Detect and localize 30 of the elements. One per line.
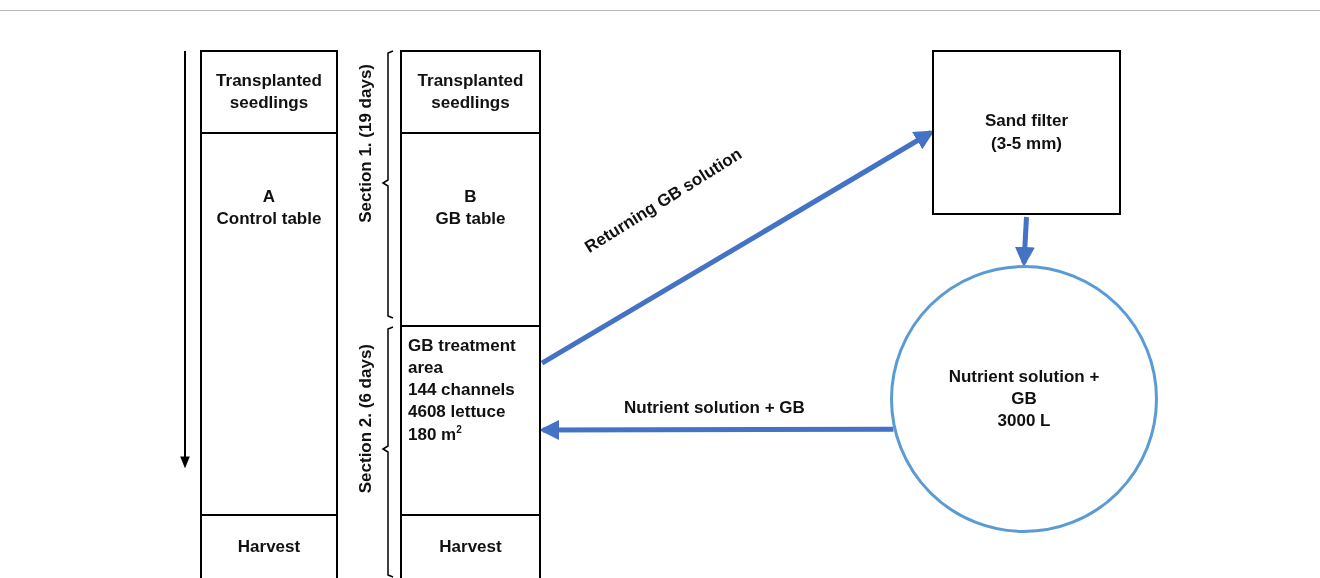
node-text: (3-5 mm) [991,132,1062,155]
process-box [400,325,541,516]
process-box [400,514,541,578]
arrow [540,130,935,366]
process-box [932,50,1121,215]
process-box [200,50,338,134]
node-text: Transplanted seedlings [416,69,525,114]
node-text: Control table [216,208,322,231]
process-box [400,50,541,134]
node-text: GB treatment area [408,335,517,380]
node-text: GB table [435,208,506,231]
node-text: 4608 lettuce [408,401,506,424]
section-label: Section 2. (6 days) [356,344,376,494]
node-text: 3000 L [997,410,1051,433]
node-text: Nutrient solution + GB [947,365,1101,410]
arrow [1014,216,1035,267]
process-box [400,132,541,327]
section-label: Section 1. (19 days) [356,64,376,223]
process-box [200,132,338,516]
tank-circle [890,265,1158,533]
node-text: Sand filter [984,110,1069,133]
node-text: Harvest [237,535,301,558]
node-text: Harvest [439,535,502,558]
node-text: 180 m$^{2}$ [408,423,462,447]
arrow [539,420,894,440]
process-box [200,514,338,578]
node-text: Transplanted seedlings [215,69,323,114]
node-text: B [464,186,477,208]
node-text: A [262,186,276,208]
node-text: 144 channels [408,379,515,402]
